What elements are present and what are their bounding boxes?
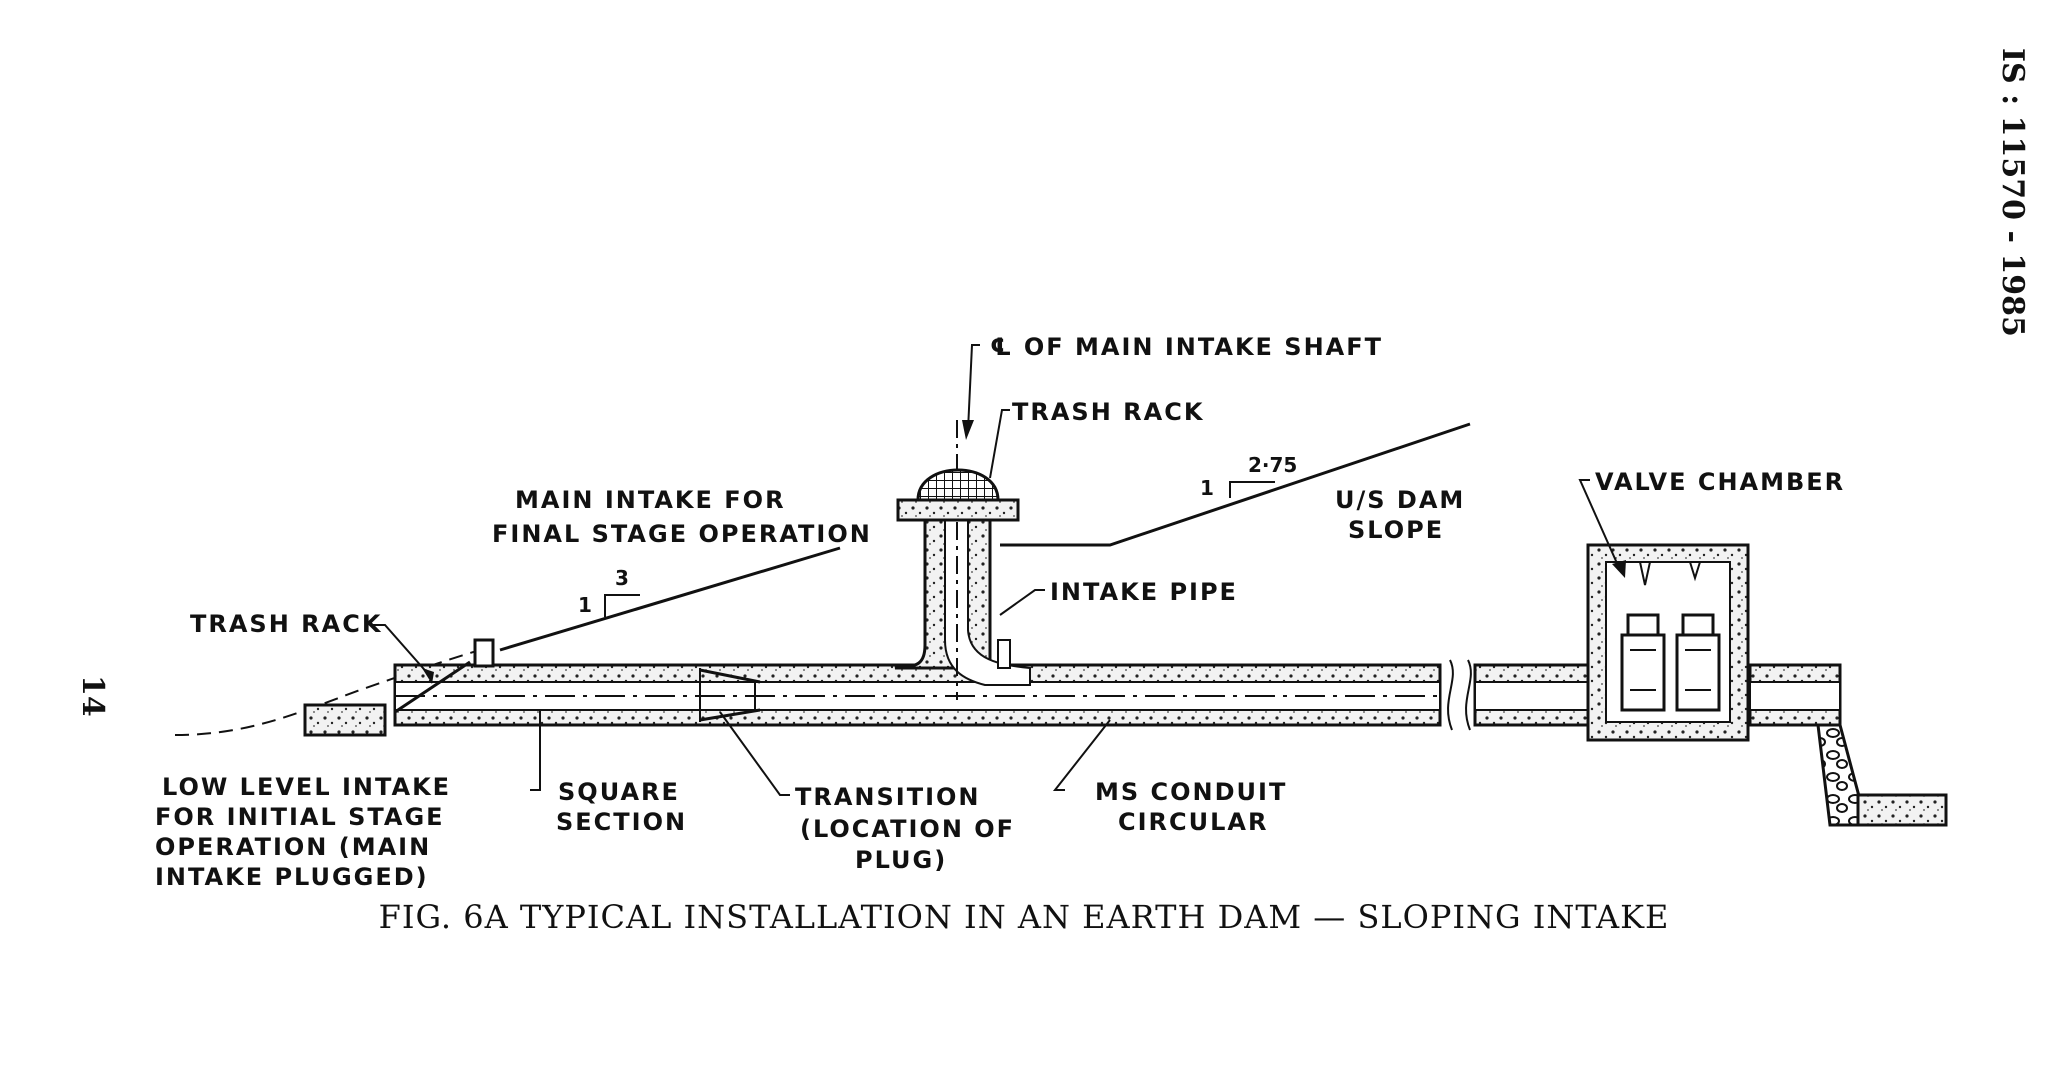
label-ms-conduit-1: MS CONDUIT xyxy=(1095,778,1287,806)
label-trash-rack-left: TRASH RACK xyxy=(190,610,382,638)
document-number: IS : 11570 - 1985 xyxy=(1995,48,2030,337)
low-level-intake xyxy=(303,638,495,737)
label-slope-right-1: 1 xyxy=(1200,476,1214,500)
dam-slope xyxy=(174,422,1471,736)
slope-indicator-left xyxy=(604,594,640,617)
conduit-downstream xyxy=(1473,663,1842,727)
label-square-1: SQUARE xyxy=(558,778,680,806)
label-valve-chamber: VALVE CHAMBER xyxy=(1595,468,1845,496)
leader-lines xyxy=(373,344,1626,796)
label-us-dam-2: SLOPE xyxy=(1348,516,1444,544)
intake-shaft xyxy=(894,420,1031,700)
gate-valve-right xyxy=(1675,613,1721,712)
label-square-2: SECTION xyxy=(556,808,687,836)
label-transition-3: PLUG) xyxy=(855,846,947,874)
label-low-level-2: FOR INITIAL STAGE xyxy=(155,803,445,831)
label-low-level-3: OPERATION (MAIN xyxy=(155,833,431,861)
label-trash-rack-top: TRASH RACK xyxy=(1012,398,1204,426)
labels: ℄ OF MAIN INTAKE SHAFT TRASH RACK MAIN I… xyxy=(155,333,1845,891)
slope-indicator-right xyxy=(1229,481,1275,498)
conduit xyxy=(393,663,1442,727)
valve-chamber xyxy=(1586,543,1750,742)
break-symbol xyxy=(1447,659,1472,731)
figure-caption: FIG. 6A TYPICAL INSTALLATION IN AN EARTH… xyxy=(378,898,1670,936)
label-slope-right-275: 2·75 xyxy=(1248,453,1297,477)
page-number: 14 xyxy=(75,675,110,717)
label-slope-left-3: 3 xyxy=(615,566,629,590)
label-main-intake-2: FINAL STAGE OPERATION xyxy=(492,520,872,548)
label-intake-pipe: INTAKE PIPE xyxy=(1050,578,1238,606)
label-transition-2: (LOCATION OF xyxy=(800,815,1015,843)
label-slope-left-1: 1 xyxy=(578,593,592,617)
label-ms-conduit-2: CIRCULAR xyxy=(1118,808,1268,836)
label-low-level-4: INTAKE PLUGGED) xyxy=(155,863,429,891)
label-us-dam-1: U/S DAM xyxy=(1335,486,1465,514)
label-transition-1: TRANSITION xyxy=(795,783,981,811)
label-main-intake-1: MAIN INTAKE FOR xyxy=(515,486,786,514)
trash-rack-dome xyxy=(896,468,1020,522)
label-low-level-1: LOW LEVEL INTAKE xyxy=(162,773,451,801)
gate-valve-left xyxy=(1620,613,1666,712)
outlet xyxy=(1816,723,1948,827)
label-centerline: ℄ OF MAIN INTAKE SHAFT xyxy=(990,333,1383,361)
